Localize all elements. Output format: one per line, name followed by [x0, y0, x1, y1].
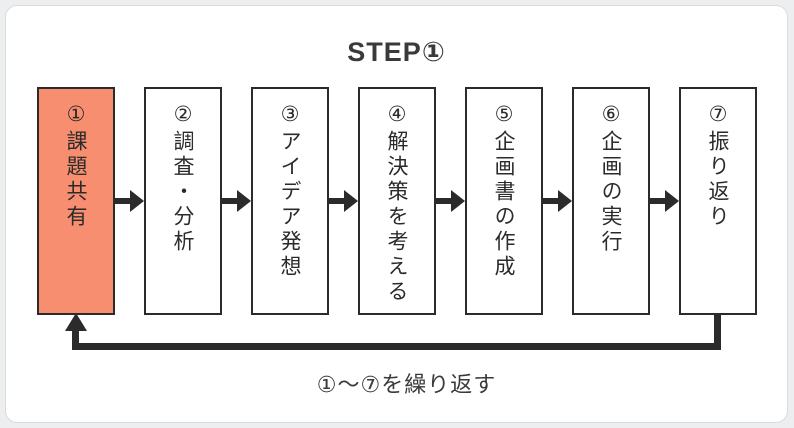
diagram-card: STEP① ①課題共有 ②調査・分析 ③アイデア発想 ④解決策を考え [5, 5, 788, 423]
step-label-5: ⑤企画書の作成 [492, 102, 515, 280]
loop-arrow-down-segment [714, 313, 721, 350]
step-label-2: ②調査・分析 [171, 102, 194, 255]
step-label-3: ③アイデア発想 [278, 102, 301, 280]
step-box-3: ③アイデア発想 [250, 87, 329, 315]
step-box-6: ⑥企画の実行 [571, 87, 650, 315]
step-label-6: ⑥企画の実行 [599, 102, 622, 255]
step-box-2: ②調査・分析 [143, 87, 222, 315]
step-box-5: ⑤企画書の作成 [464, 87, 543, 315]
diagram-title: STEP① [347, 37, 446, 67]
arrow-right-icon [435, 188, 465, 214]
loop-arrow-horizontal-segment [72, 343, 721, 350]
step-label-1: ①課題共有 [64, 102, 87, 230]
arrow-right-icon [221, 188, 251, 214]
process-flow: ①課題共有 ②調査・分析 ③アイデア発想 ④解決策を考える [36, 87, 757, 351]
step-box-7: ⑦振り返り [678, 87, 757, 315]
step-row: ①課題共有 ②調査・分析 ③アイデア発想 ④解決策を考える [36, 87, 757, 315]
step-label-7: ⑦振り返り [706, 102, 729, 230]
arrow-right-icon [649, 188, 679, 214]
loop-arrow-up-segment [72, 330, 79, 346]
step-label-4: ④解決策を考える [385, 102, 408, 305]
loop-caption: ①〜⑦を繰り返す [316, 372, 497, 397]
step-box-1: ①課題共有 [36, 87, 115, 315]
arrow-right-icon [542, 188, 572, 214]
arrow-right-icon [328, 188, 358, 214]
arrow-right-icon [114, 188, 144, 214]
step-box-4: ④解決策を考える [357, 87, 436, 315]
loop-arrow-up-head-icon [64, 313, 87, 331]
